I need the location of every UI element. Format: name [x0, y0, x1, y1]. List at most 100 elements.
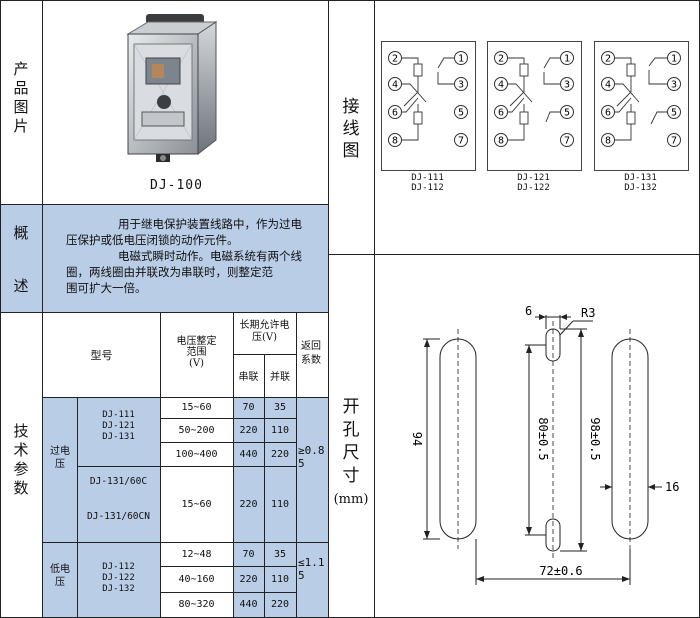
svg-text:5: 5: [671, 108, 677, 119]
relay-image: [126, 14, 218, 162]
svg-text:7: 7: [458, 136, 464, 147]
group-over-band: [43, 397, 77, 542]
svg-text:1: 1: [671, 54, 677, 65]
col-parallel-return: [296, 312, 297, 618]
cell-series: 440: [239, 448, 258, 460]
caption-line: DJ-131: [624, 173, 657, 183]
cutout-label-text: 开孔尺寸: [342, 397, 360, 486]
svg-text:5: 5: [458, 108, 464, 119]
svg-text:4: 4: [498, 80, 504, 91]
overview-label-bottom: 述: [13, 277, 29, 295]
top-border: [0, 0, 700, 1]
tech-label-text: 技术参数: [13, 422, 29, 497]
relay-photo: [112, 14, 224, 164]
model-name: DJ-111: [102, 410, 135, 420]
svg-text:2: 2: [392, 54, 398, 65]
caption-line: DJ-132: [624, 183, 657, 193]
model-name: DJ-122: [102, 573, 135, 583]
overview-line-2: 压保护或低电压闭锁的动作元件。: [66, 233, 239, 247]
right-label-divider: [374, 0, 375, 618]
return-under: ≤1.15: [298, 556, 325, 582]
overview-line-4: 圈，两线圈由并联改为串联时，则整定范: [66, 265, 273, 279]
overview-line-5: 围可扩大一倍。: [66, 281, 147, 295]
return-over: ≥0.85: [298, 444, 325, 470]
group-over-label: 过电压: [50, 446, 70, 470]
dim-height: 94: [410, 432, 424, 446]
col-range-series: [233, 312, 234, 618]
row-5: [160, 566, 296, 567]
cell-range: 15~60: [181, 402, 212, 413]
cutout-label: 开孔尺寸 (mm): [328, 396, 374, 511]
header-return: 返回系数: [301, 341, 321, 366]
row-header-bottom: [43, 397, 329, 398]
divider-overview-tech: [0, 312, 329, 313]
overview-line-1: 用于继电保护装置线路中，作为过电: [118, 217, 302, 231]
cutout-drawing: 6 R3 94 80±0.5 98±0.5 72±0.6 16: [410, 304, 679, 585]
header-parallel: 并联: [270, 372, 290, 383]
svg-text:3: 3: [671, 80, 677, 91]
svg-text:6: 6: [605, 108, 611, 119]
row-2: [160, 442, 296, 443]
dim-spacing: 72±0.6: [539, 564, 582, 578]
svg-text:8: 8: [605, 136, 611, 147]
svg-text:5: 5: [564, 108, 570, 119]
model-name: DJ-131: [102, 432, 135, 442]
svg-text:2: 2: [605, 54, 611, 65]
row-allow-sub: [233, 354, 296, 355]
model-over-b-2: DJ-131/60CN: [87, 511, 150, 522]
overview-inner-divider: [42, 205, 43, 312]
svg-text:6: 6: [392, 108, 398, 119]
cell-parallel: 110: [270, 424, 290, 436]
overview-line-3: 电磁式瞬时动作。电磁系统有两个线: [118, 249, 302, 263]
dim-side: 16: [665, 480, 679, 494]
models-over-a: DJ-111 DJ-121 DJ-131: [77, 410, 160, 443]
left-border: [0, 0, 1, 618]
divider-wiring-cutout: [328, 254, 700, 255]
dim-inner: 80±0.5: [536, 417, 550, 460]
cell-series: 70: [242, 402, 255, 413]
models-over-b-band: [77, 466, 160, 542]
product-label: 产品图片: [0, 60, 42, 136]
row-1: [160, 418, 296, 419]
svg-text:3: 3: [564, 80, 570, 91]
cell-range: 15~60: [181, 498, 212, 510]
product-model: DJ-100: [150, 178, 203, 193]
dim-radius: R3: [581, 306, 595, 320]
cell-parallel: 220: [270, 599, 290, 610]
overview-label-top: 概: [13, 224, 29, 242]
svg-text:4: 4: [392, 80, 398, 91]
svg-text:7: 7: [564, 136, 570, 147]
svg-text:8: 8: [498, 136, 504, 147]
overview-text: 用于继电保护装置线路中，作为过电 压保护或低电压闭锁的动作元件。 电磁式瞬时动作…: [66, 216, 328, 296]
cell-range: 100~400: [175, 448, 218, 460]
dim-slot-width: 6: [525, 304, 532, 318]
svg-text:2: 2: [498, 54, 504, 65]
row-3: [77, 466, 296, 467]
row-6: [160, 592, 296, 593]
svg-text:7: 7: [671, 136, 677, 147]
caption-line: DJ-111: [411, 173, 444, 183]
cell-series: 220: [239, 498, 258, 510]
cell-parallel: 35: [273, 402, 287, 413]
cell-series: 220: [239, 424, 258, 436]
cell-parallel: 110: [270, 498, 290, 510]
center-divider: [328, 0, 329, 618]
model-over-b-1: DJ-131/60C: [89, 476, 148, 487]
tech-label: 技术参数: [0, 422, 42, 498]
svg-text:3: 3: [458, 80, 464, 91]
cell-range: 50~200: [178, 424, 215, 436]
cell-parallel: 220: [270, 448, 290, 460]
header-allow: 长期允许电压(V): [239, 320, 290, 343]
caption-line: DJ-122: [517, 183, 550, 193]
cell-parallel: 110: [270, 573, 290, 585]
caption-line: DJ-112: [411, 183, 444, 193]
model-name: DJ-132: [102, 584, 135, 594]
cell-series: 70: [242, 548, 255, 560]
cell-parallel: 35: [273, 548, 287, 560]
svg-text:1: 1: [564, 54, 570, 65]
